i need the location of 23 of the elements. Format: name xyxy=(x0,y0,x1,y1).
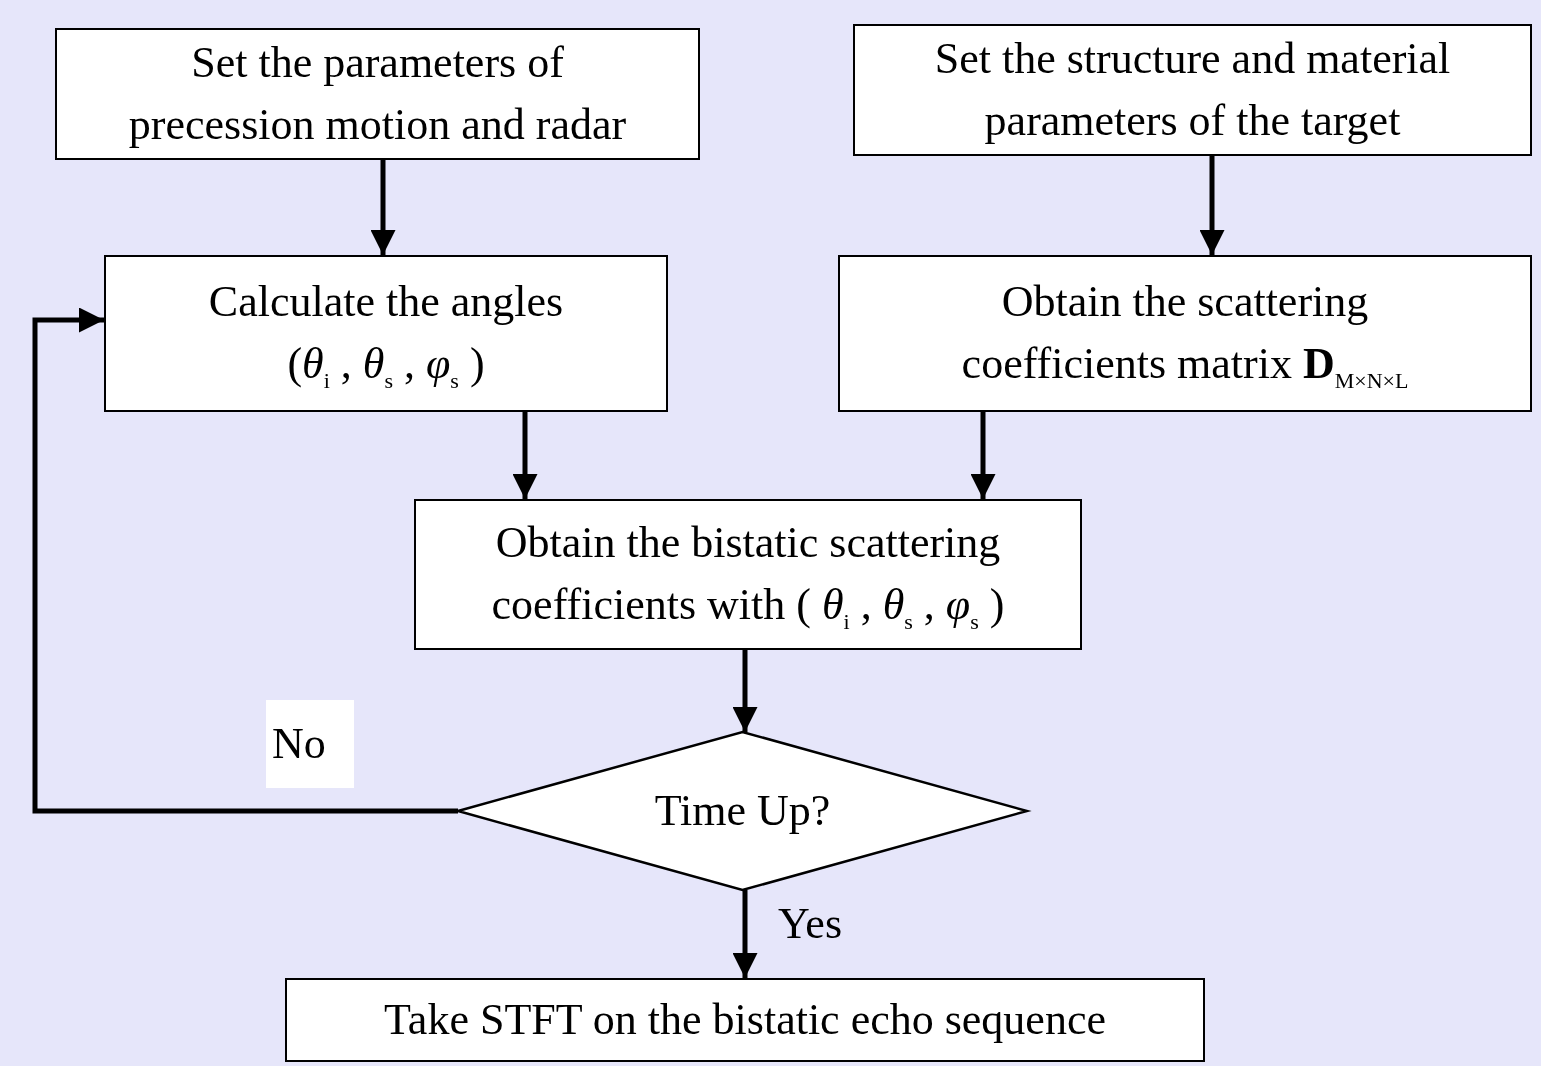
node-text: Time Up? xyxy=(654,785,831,838)
arrow xyxy=(970,412,996,499)
node-text: Set the parameters of precession motion and radar xyxy=(127,37,628,151)
edge-label: No xyxy=(266,700,354,788)
arrow xyxy=(512,412,538,499)
process-box xyxy=(853,24,1532,156)
process-box xyxy=(414,499,1082,650)
arrow xyxy=(732,650,758,732)
node-text: (θ$_{i}$ , θ$_{s}$ , φ$_{s}$ ) xyxy=(287,337,485,395)
node-text: Obtain the bistatic scattering coefficients with ( θ$_{i}$ , θ$_{s}$ , φ$_{s}$ ) xyxy=(490,516,1006,636)
edge-label: Yes xyxy=(778,902,843,946)
process-box xyxy=(104,255,668,412)
node-text: Calculate the angles xyxy=(208,275,564,328)
node-text: Take STFT on the bistatic echo sequence xyxy=(384,994,1106,1047)
arrow xyxy=(32,307,458,814)
process-box xyxy=(285,978,1205,1062)
arrow xyxy=(1199,156,1225,255)
node-text: Obtain the scattering coefficients matrix D$_{M×N×L}$ xyxy=(960,275,1410,395)
node-text: Set the structure and material parameters of the target xyxy=(933,33,1452,147)
process-box xyxy=(838,255,1532,412)
arrow xyxy=(732,890,758,978)
arrow xyxy=(370,160,396,255)
process-box xyxy=(55,28,700,160)
